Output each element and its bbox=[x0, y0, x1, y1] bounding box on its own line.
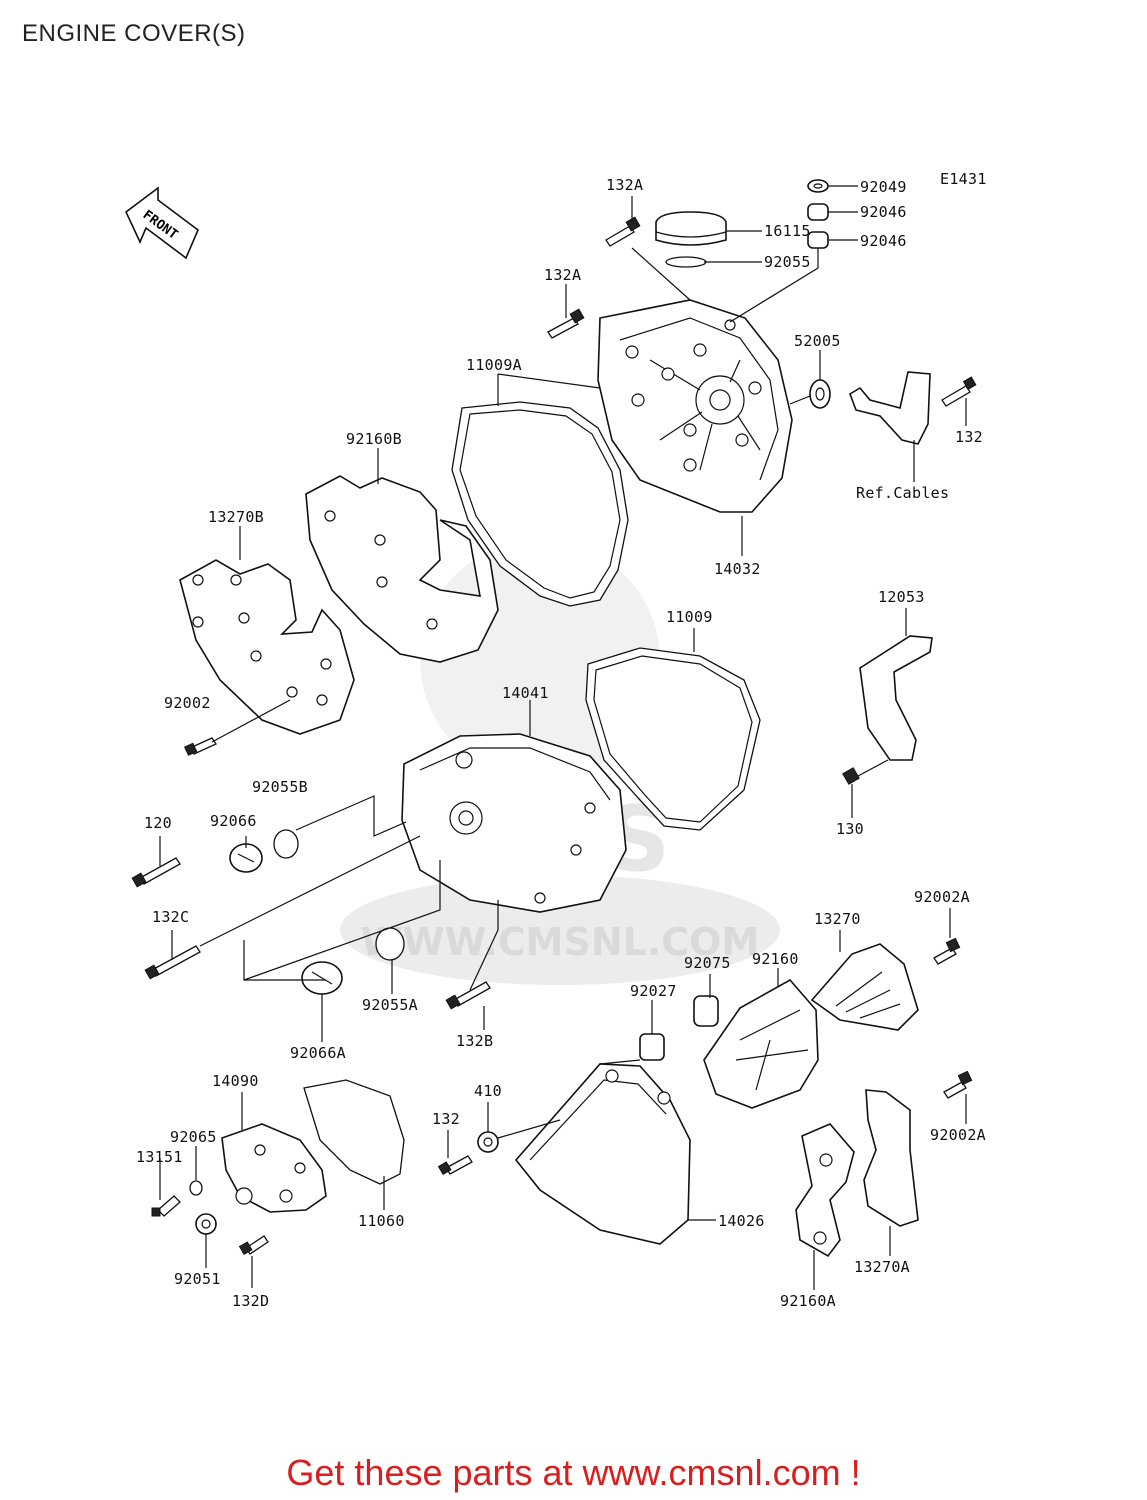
part-label-14090[interactable]: 14090 bbox=[212, 1072, 259, 1090]
part-label-52005[interactable]: 52005 bbox=[794, 332, 841, 350]
part-92160a-shape bbox=[795, 1123, 855, 1258]
part-label-92055[interactable]: 92055 bbox=[764, 253, 811, 271]
part-132a-bolt-mid bbox=[547, 308, 585, 339]
part-11060-gasket bbox=[303, 1079, 405, 1185]
part-label-132b[interactable]: 132B bbox=[456, 1032, 493, 1050]
front-arrow-icon: FRONT bbox=[125, 186, 199, 260]
part-92055-shape bbox=[665, 256, 707, 268]
part-labels: 132A 132A 16115 92055 92049 92046 92046 … bbox=[136, 176, 986, 1310]
part-132a-bolt-top bbox=[605, 216, 641, 247]
part-label-92066[interactable]: 92066 bbox=[210, 812, 257, 830]
part-label-16115[interactable]: 16115 bbox=[764, 222, 811, 240]
footer-link[interactable]: Get these parts at www.cmsnl.com ! bbox=[286, 1452, 861, 1493]
part-label-12053[interactable]: 12053 bbox=[878, 588, 925, 606]
part-label-92160[interactable]: 92160 bbox=[752, 950, 799, 968]
part-label-132a-mid[interactable]: 132A bbox=[544, 266, 581, 284]
part-92066a-shape bbox=[301, 961, 343, 995]
part-label-92002a-bottom[interactable]: 92002A bbox=[930, 1126, 986, 1144]
part-132b-bolt bbox=[445, 981, 491, 1010]
part-label-13270b[interactable]: 13270B bbox=[208, 508, 264, 526]
leader-lines bbox=[159, 185, 967, 1290]
part-92055b-shape bbox=[273, 829, 299, 859]
part-14032-shape bbox=[597, 299, 793, 513]
part-14041-shape bbox=[401, 733, 627, 913]
part-label-132-bracket[interactable]: 132 bbox=[955, 428, 983, 446]
part-92002a-bolt-bottom bbox=[943, 1070, 973, 1099]
part-92002a-bolt-top bbox=[933, 937, 961, 965]
part-132c-bolt bbox=[144, 945, 201, 980]
part-label-92075[interactable]: 92075 bbox=[684, 954, 731, 972]
part-120-bolt bbox=[131, 857, 181, 888]
part-label-92046-a[interactable]: 92046 bbox=[860, 203, 907, 221]
part-12053-shape bbox=[859, 635, 933, 761]
part-label-11060[interactable]: 11060 bbox=[358, 1212, 405, 1230]
part-13270b-shape bbox=[179, 559, 355, 735]
part-13270a-shape bbox=[863, 1089, 919, 1227]
part-label-11009[interactable]: 11009 bbox=[666, 608, 713, 626]
ref-cables-label: Ref.Cables bbox=[856, 484, 949, 502]
part-label-13270[interactable]: 13270 bbox=[814, 910, 861, 928]
part-label-92055a[interactable]: 92055A bbox=[362, 996, 418, 1014]
part-14090-shape bbox=[221, 1123, 327, 1213]
part-label-92055b[interactable]: 92055B bbox=[252, 778, 308, 796]
part-13270-shape bbox=[810, 943, 919, 1031]
part-92049-shape bbox=[807, 179, 829, 193]
part-label-92027[interactable]: 92027 bbox=[630, 982, 677, 1000]
part-92160-shape bbox=[703, 978, 819, 1109]
part-92066-shape bbox=[229, 843, 263, 873]
part-label-132a-top[interactable]: 132A bbox=[606, 176, 643, 194]
part-130-bolt bbox=[842, 767, 860, 785]
part-label-92049[interactable]: 92049 bbox=[860, 178, 907, 196]
part-label-14026[interactable]: 14026 bbox=[718, 1212, 765, 1230]
part-label-132-lower[interactable]: 132 bbox=[432, 1110, 460, 1128]
part-label-92051[interactable]: 92051 bbox=[174, 1270, 221, 1288]
part-92160b-shape bbox=[305, 475, 499, 663]
part-label-132d[interactable]: 132D bbox=[232, 1292, 269, 1310]
part-label-14041[interactable]: 14041 bbox=[502, 684, 549, 702]
part-label-92046-b[interactable]: 92046 bbox=[860, 232, 907, 250]
part-label-120[interactable]: 120 bbox=[144, 814, 172, 832]
diagram-code: E1431 bbox=[940, 170, 987, 188]
part-label-13270a[interactable]: 13270A bbox=[854, 1258, 910, 1276]
part-label-92002[interactable]: 92002 bbox=[164, 694, 211, 712]
part-13151-shape bbox=[151, 1195, 181, 1217]
part-92065-shape bbox=[189, 1180, 203, 1196]
part-52005-shape bbox=[809, 379, 831, 409]
part-16115-shape bbox=[655, 211, 727, 246]
part-label-92002a-top[interactable]: 92002A bbox=[914, 888, 970, 906]
part-label-92066a[interactable]: 92066A bbox=[290, 1044, 346, 1062]
exploded-parts-diagram: CMS WWW.CMSNL.COM FRONT E1431 bbox=[125, 170, 987, 1310]
part-label-92160a[interactable]: 92160A bbox=[780, 1292, 836, 1310]
cable-bracket-shape bbox=[849, 371, 931, 445]
part-92075-shape bbox=[693, 995, 719, 1027]
part-92051-shape bbox=[195, 1213, 217, 1235]
part-132d-bolt bbox=[238, 1235, 269, 1256]
part-92002-bolt bbox=[184, 737, 217, 756]
part-92055a-shape bbox=[375, 927, 405, 961]
part-11009a-gasket bbox=[451, 401, 629, 607]
part-92027-shape bbox=[639, 1033, 665, 1061]
part-92046-shape-a bbox=[807, 203, 829, 221]
page-title: ENGINE COVER(S) bbox=[22, 20, 246, 47]
part-11009-gasket bbox=[585, 647, 761, 831]
part-132-bolt-bracket bbox=[941, 376, 977, 407]
watermark-url: WWW.CMSNL.COM bbox=[361, 920, 760, 964]
part-14026-shape bbox=[514, 1063, 691, 1245]
part-92046-shape-b bbox=[807, 231, 829, 249]
part-label-130[interactable]: 130 bbox=[836, 820, 864, 838]
part-label-410[interactable]: 410 bbox=[474, 1082, 502, 1100]
part-label-92065[interactable]: 92065 bbox=[170, 1128, 217, 1146]
part-label-13151[interactable]: 13151 bbox=[136, 1148, 183, 1166]
part-label-92160b[interactable]: 92160B bbox=[346, 430, 402, 448]
part-410-shape bbox=[477, 1131, 499, 1153]
part-label-14032[interactable]: 14032 bbox=[714, 560, 761, 578]
part-132-bolt-lower bbox=[437, 1155, 473, 1176]
part-label-11009a[interactable]: 11009A bbox=[466, 356, 522, 374]
part-label-132c[interactable]: 132C bbox=[152, 908, 189, 926]
